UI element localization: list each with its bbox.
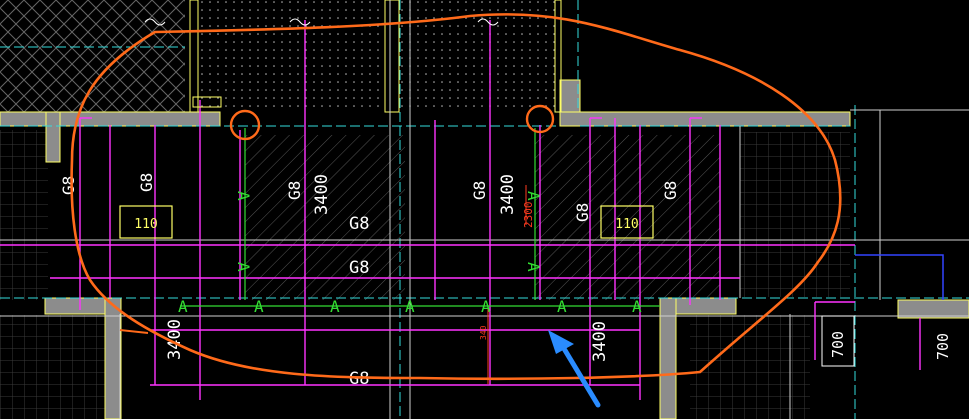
g8-label-2: G8 — [137, 173, 156, 192]
a-mark: A — [330, 297, 340, 316]
hatch-zone-right — [535, 135, 720, 300]
box-110-left[interactable] — [119, 205, 173, 239]
g8-label-9: G8 — [349, 369, 369, 389]
dim-3400-2: 3400 — [498, 174, 518, 215]
floor-pattern-top-left — [0, 0, 185, 112]
a-mark: A — [178, 297, 188, 316]
a-mark: A — [481, 297, 491, 316]
dim-700-box-a — [821, 315, 855, 367]
circle-icon[interactable] — [229, 109, 261, 141]
floor-pattern-bottom-left — [0, 315, 105, 419]
a-mark: A — [405, 297, 415, 316]
dim-3400-4: 3400 — [590, 321, 610, 362]
g8-label-1: G8 — [59, 176, 78, 195]
box-110-right[interactable] — [600, 205, 654, 239]
a-section-line — [180, 128, 660, 307]
floor-pattern-bottom-right — [690, 315, 810, 419]
a-marks: A A A A A A A A A A A — [178, 191, 642, 316]
g8-label-8: G8 — [349, 258, 369, 278]
floor-pattern-top-center-right — [400, 0, 560, 110]
box-110-left-label: 110 — [134, 217, 157, 232]
a-mark: A — [234, 262, 253, 272]
dim-700-a: 700 — [829, 331, 847, 358]
floor-pattern-top-center-left — [195, 0, 385, 110]
dim-2300: 2300 — [522, 202, 535, 229]
hatch-zone-left — [245, 135, 405, 300]
break-marks — [144, 18, 499, 26]
g8-label-4: G8 — [470, 181, 489, 200]
floor-pattern-right — [740, 132, 850, 297]
arrow-icon[interactable] — [548, 330, 601, 408]
blue-outline — [855, 254, 944, 300]
a-mark: A — [632, 297, 642, 316]
floor-pattern-left — [0, 130, 48, 300]
markup-cloud[interactable] — [70, 13, 842, 381]
dim-3400-3: 3400 — [165, 319, 185, 360]
a-mark: A — [234, 191, 253, 201]
circle-icon[interactable] — [525, 104, 555, 134]
a-mark: A — [557, 297, 567, 316]
dim-340: 340 — [479, 325, 488, 340]
a-mark: A — [254, 297, 264, 316]
g8-label-6: G8 — [661, 181, 680, 200]
g8-label-5: G8 — [573, 203, 592, 222]
dim-700-b: 700 — [934, 333, 952, 360]
dim-3400-1: 3400 — [312, 174, 332, 215]
detail-marker — [192, 96, 222, 108]
g8-label-3: G8 — [285, 181, 304, 200]
a-mark: A — [524, 262, 543, 272]
g8-label-7: G8 — [349, 214, 369, 234]
box-110-right-label: 110 — [615, 217, 638, 232]
markup-tick — [119, 329, 149, 334]
rebar-lines — [0, 20, 921, 400]
a-mark: A — [524, 191, 543, 201]
